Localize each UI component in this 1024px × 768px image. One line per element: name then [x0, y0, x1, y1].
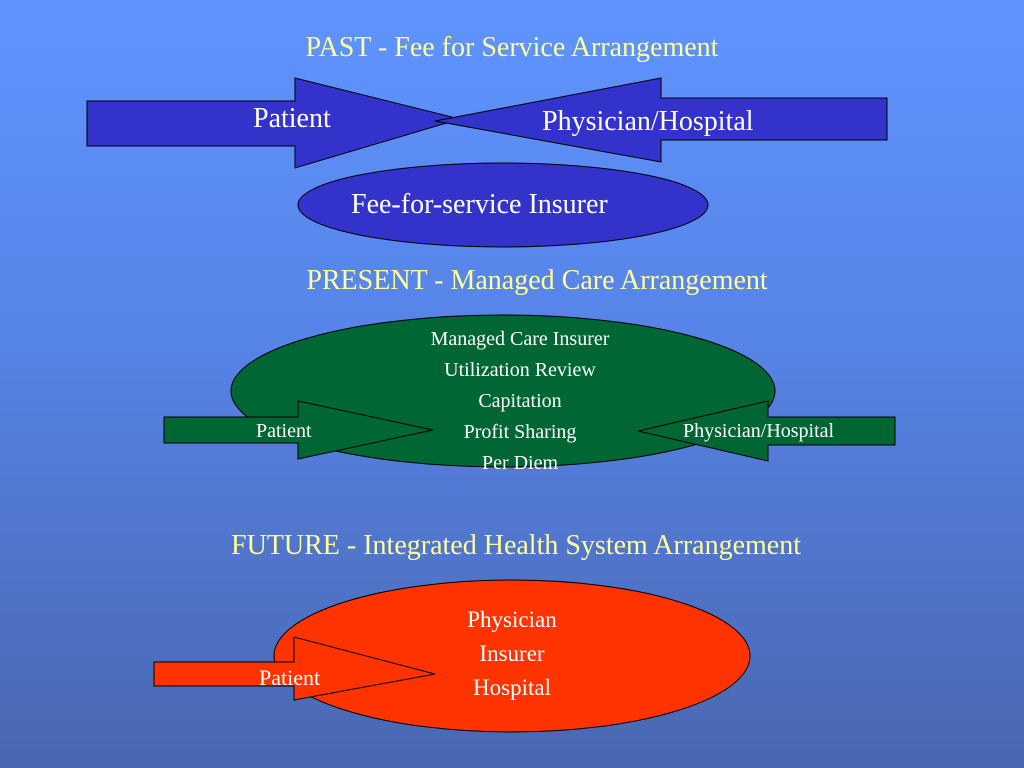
- present-insurer-details: Managed Care Insurer Utilization Review …: [430, 328, 610, 474]
- present-patient-arrow: [163, 400, 434, 460]
- past-title: PAST - Fee for Service Arrangement: [305, 32, 719, 63]
- future-system-members: Physician Insurer Hospital: [467, 607, 557, 700]
- future-patient-arrow: [153, 636, 436, 701]
- present-provider-label: Physician/Hospital: [683, 420, 835, 442]
- past-patient-arrow: [86, 77, 462, 169]
- present-patient-label: Patient: [256, 420, 312, 442]
- past-patient-label: Patient: [253, 103, 331, 134]
- past-insurer-label: Fee-for-service Insurer: [351, 189, 608, 220]
- past-provider-label: Physician/Hospital: [542, 106, 754, 137]
- past-insurer-ellipse: [297, 162, 709, 248]
- present-title: PRESENT - Managed Care Arrangement: [306, 265, 768, 296]
- past-provider-arrow: [434, 77, 888, 163]
- future-patient-label: Patient: [259, 665, 321, 690]
- future-title: FUTURE - Integrated Health System Arrang…: [231, 530, 801, 561]
- future-system-ellipse: [273, 579, 751, 733]
- present-provider-arrow: [637, 400, 896, 462]
